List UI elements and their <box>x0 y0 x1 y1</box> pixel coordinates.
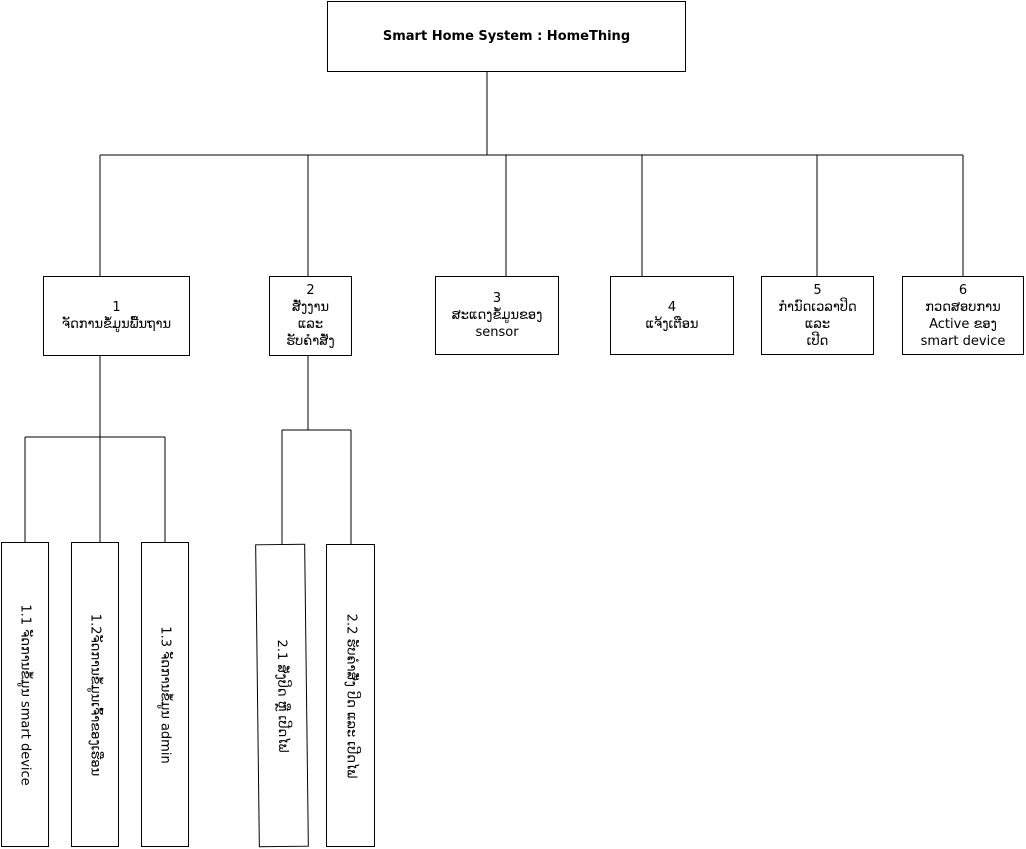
module-3-label-line2: sensor <box>475 325 519 340</box>
submodule-1-2-box: 1.2ຈັດການຂໍ້ມູນເຈົ້າຂອງເຮືອນ <box>71 542 119 847</box>
submodule-2-2-box: 2.2 ຮັບຄຳສັ່ງ ປິດ ແລະ ເປີດໄຟ <box>326 544 375 847</box>
module-1-number: 1 <box>112 300 121 315</box>
module-5-label-line3: ເປີດ <box>806 333 829 349</box>
module-6-label-line1: ກວດສອບການ <box>925 299 1001 315</box>
module-1-label: ຈັດການຂໍ້ມູນພື້ນຖານ <box>61 317 172 332</box>
module-6-box: 6 ກວດສອບການ Active ຂອງ smart device <box>902 276 1024 355</box>
module-1-box: 1 ຈັດການຂໍ້ມູນພື້ນຖານ <box>43 276 190 356</box>
module-4-label: ແຈ້ງເຕືອນ <box>645 316 699 332</box>
module-4-number: 4 <box>667 299 677 315</box>
module-5-label-line1: ກຳນົດເວລາປິດ <box>778 299 857 315</box>
module-3-number: 3 <box>492 291 502 306</box>
root-system-box: Smart Home System : HomeThing <box>327 1 686 72</box>
module-6-number: 6 <box>958 282 968 298</box>
submodule-2-1-label: 2.1 ສັ່ງປິດ ຫຼື ເປີດໄຟ <box>273 638 291 753</box>
module-6-label-line2: Active ຂອງ <box>929 316 997 332</box>
module-2-label-line1: ສັ່ງງານ <box>291 300 330 315</box>
module-6-label-line3: smart device <box>920 333 1006 349</box>
module-5-box: 5 ກຳນົດເວລາປິດ ແລະ ເປີດ <box>761 276 874 355</box>
module-2-label-line2: ແລະ <box>297 317 324 332</box>
submodule-2-2-label: 2.2 ຮັບຄຳສັ່ງ ປິດ ແລະ ເປີດໄຟ <box>343 613 358 778</box>
submodule-1-1-label: 1.1 ຈັດການຂໍ້ມູນ smart device <box>17 603 33 786</box>
module-2-number: 2 <box>306 283 315 298</box>
module-5-label-line2: ແລະ <box>804 316 831 332</box>
module-4-box: 4 ແຈ້ງເຕືອນ <box>610 276 734 355</box>
root-title: Smart Home System : HomeThing <box>382 29 631 44</box>
module-2-box: 2 ສັ່ງງານ ແລະ ຮັບຄຳສັ່ງ <box>269 276 352 356</box>
submodule-1-2-label: 1.2ຈັດການຂໍ້ມູນເຈົ້າຂອງເຮືອນ <box>87 613 103 776</box>
module-5-number: 5 <box>813 282 822 298</box>
module-3-box: 3 ສະແດງຂໍ້ມູນຂອງ sensor <box>435 276 559 355</box>
module-3-label-line1: ສະແດງຂໍ້ມູນຂອງ <box>451 308 543 323</box>
submodule-1-3-box: 1.3 ຈັດການຂໍ້ມູນ admin <box>141 542 189 847</box>
submodule-1-1-box: 1.1 ຈັດການຂໍ້ມູນ smart device <box>1 542 49 847</box>
module-2-label-line3: ຮັບຄຳສັ່ງ <box>286 334 335 349</box>
submodule-2-1-box: 2.1 ສັ່ງປິດ ຫຼື ເປີດໄຟ <box>255 543 309 848</box>
submodule-1-3-label: 1.3 ຈັດການຂໍ້ມູນ admin <box>157 625 173 764</box>
